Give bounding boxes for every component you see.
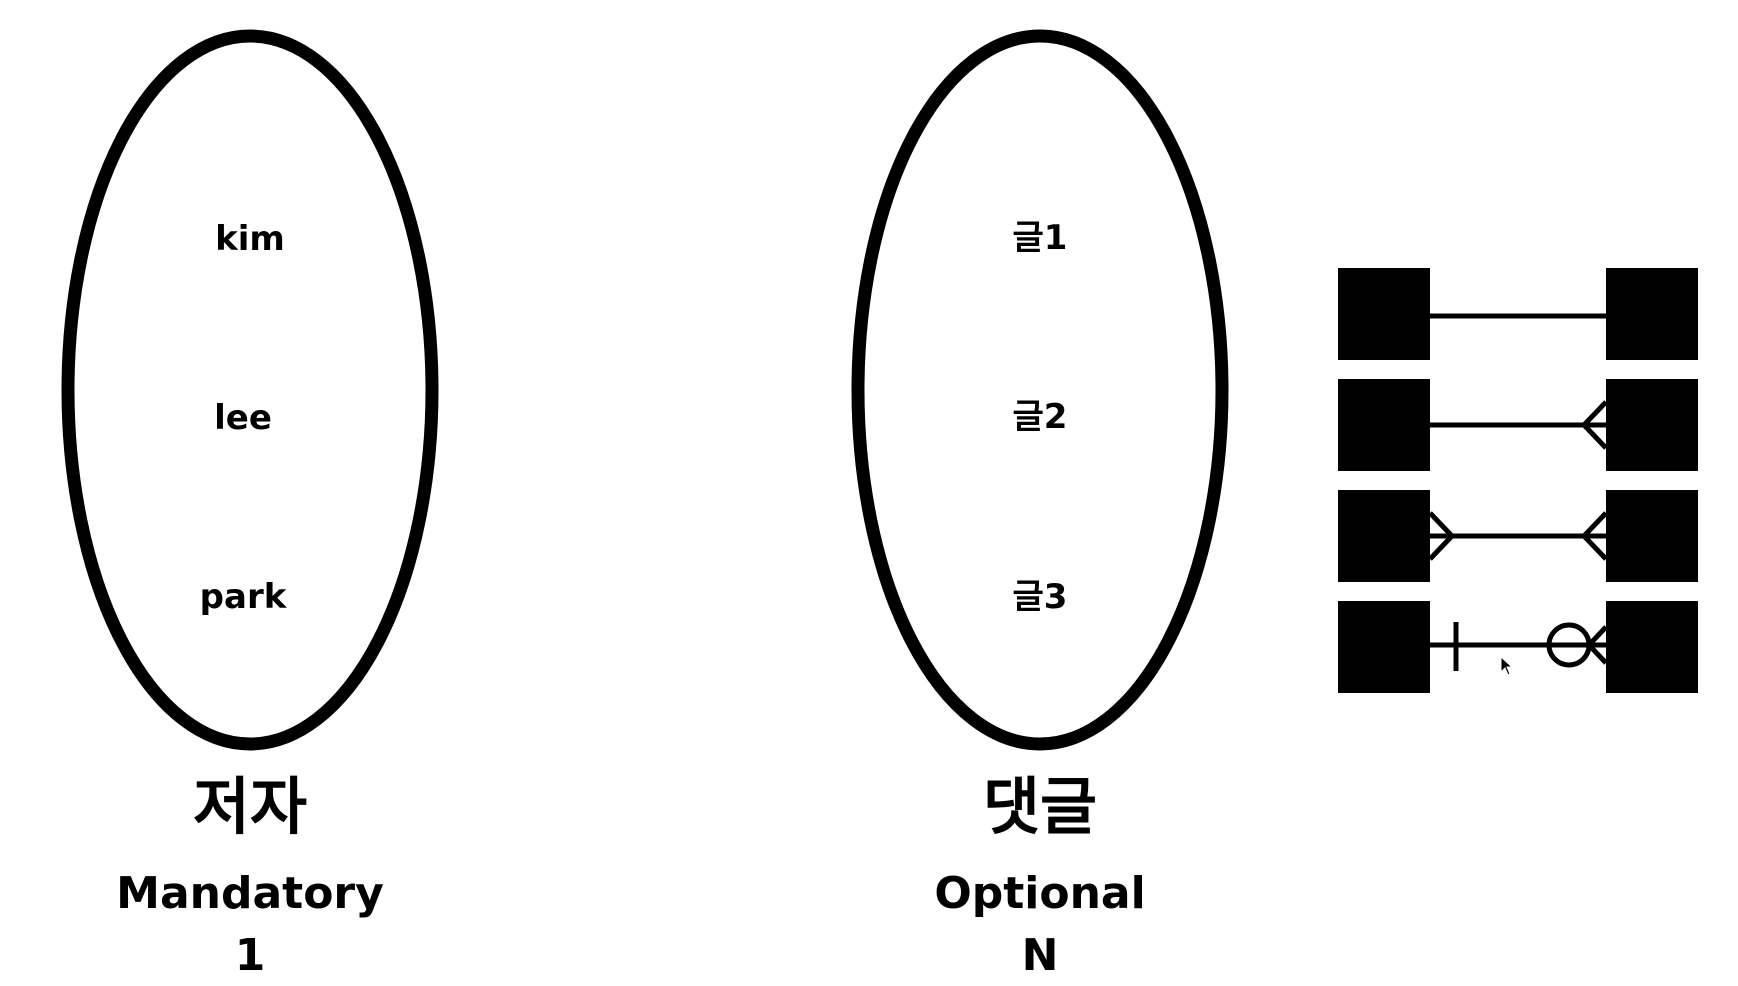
left-set-name: 저자	[192, 770, 308, 843]
crows-foot-icon	[1582, 400, 1608, 450]
legend-row-1	[1338, 268, 1698, 360]
right-set-name: 댓글	[982, 770, 1098, 843]
right-set-cardinality: N	[1021, 930, 1059, 981]
right-set-member: 글2	[1012, 397, 1068, 437]
left-set-ellipse	[61, 29, 439, 751]
mouse-cursor-icon	[1500, 655, 1514, 676]
left-set-cardinality: 1	[234, 930, 266, 981]
right-set-member: 글1	[1012, 218, 1068, 258]
legend-row-2-left-entity	[1338, 379, 1430, 471]
legend-row-2-right-entity	[1606, 379, 1698, 471]
right-set-participation: Optional	[934, 868, 1146, 919]
left-set-member: park	[199, 577, 287, 617]
legend-row-4-left-entity	[1338, 601, 1430, 693]
legend-row-2	[1338, 379, 1698, 471]
left-set-participation: Mandatory	[116, 868, 384, 919]
legend-row-3-right-entity	[1606, 490, 1698, 582]
legend-row-1-left-entity	[1338, 268, 1430, 360]
left-set-member: kim	[215, 219, 285, 259]
crows-foot-icon	[1587, 625, 1608, 665]
crows-foot-icon	[1582, 511, 1608, 561]
right-set-member: 글3	[1012, 577, 1068, 617]
legend-row-3	[1338, 490, 1698, 582]
legend-row-4	[1338, 601, 1698, 693]
right-set-ellipse	[851, 29, 1229, 751]
legend-row-3-left-entity	[1338, 490, 1430, 582]
left-set-member: lee	[214, 398, 272, 438]
legend-row-1-right-entity	[1606, 268, 1698, 360]
crows-foot-icon	[1428, 511, 1454, 561]
legend-row-4-right-entity	[1606, 601, 1698, 693]
